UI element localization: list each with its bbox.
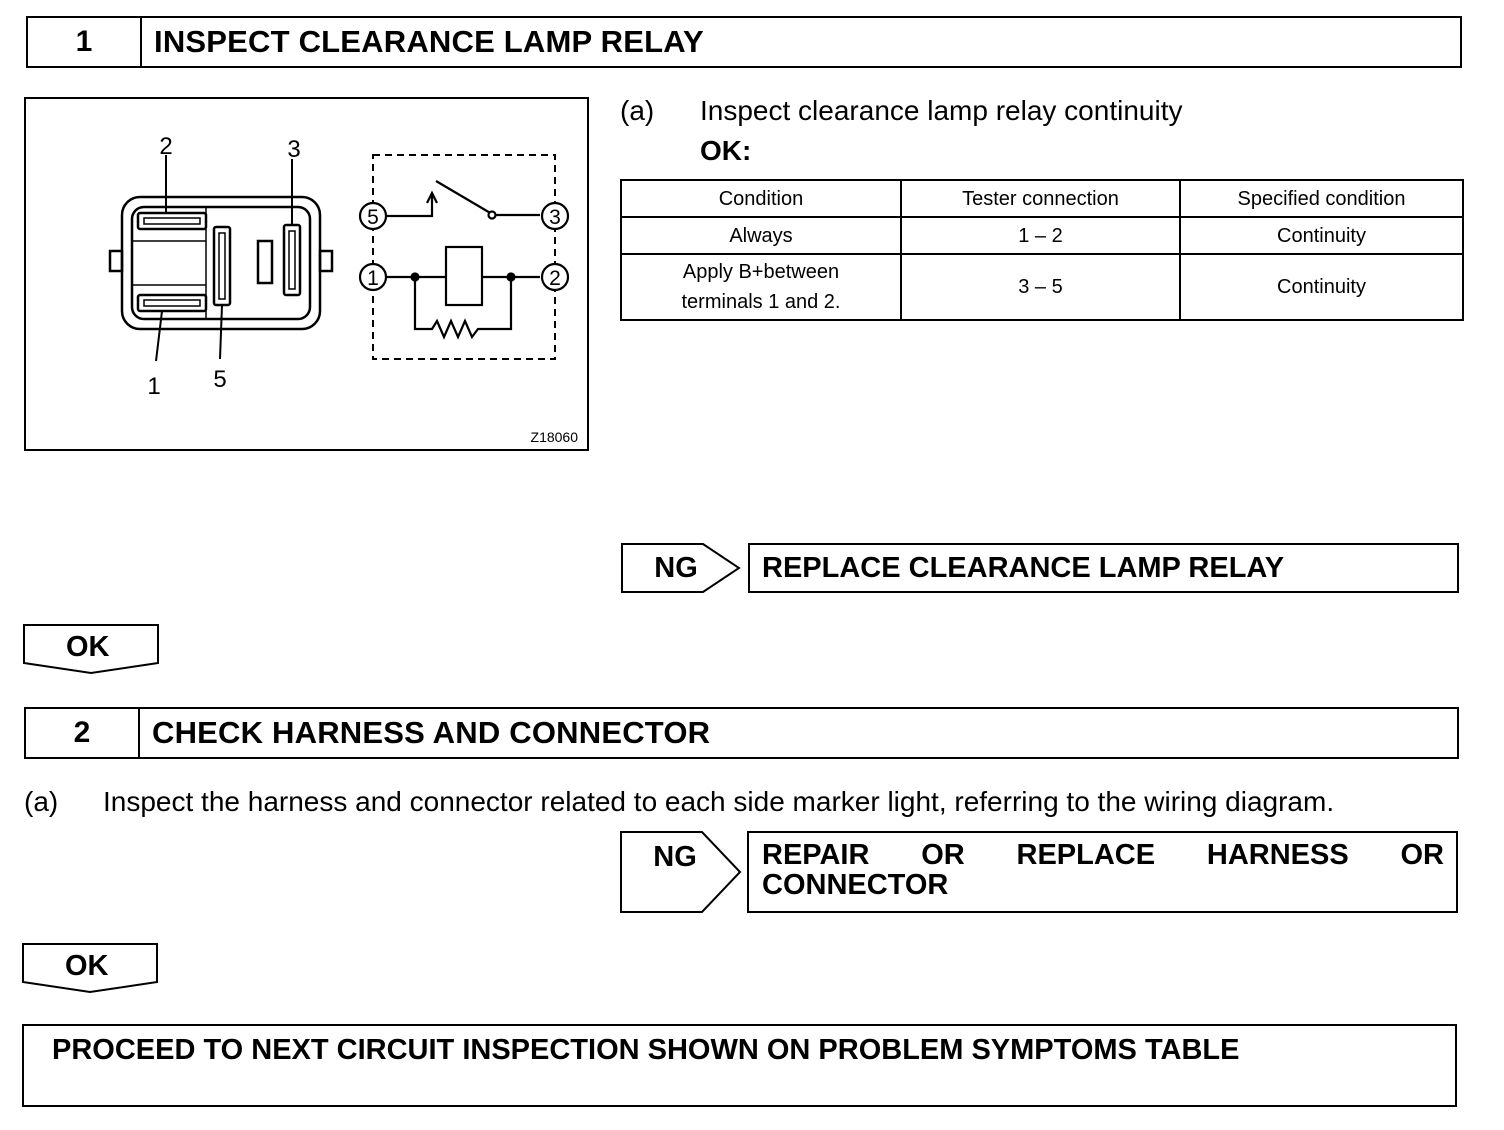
step1-ng-label: NG	[654, 551, 698, 584]
table-row: Apply B+between terminals 1 and 2. 3 – 5…	[620, 253, 1464, 321]
connector-tab-left	[108, 249, 124, 273]
table-cell-tester: 1 – 2	[900, 216, 1181, 255]
step2-ok-text: OK	[65, 950, 109, 982]
terminal-label-2: 2	[549, 267, 561, 290]
callout-2: 2	[159, 133, 172, 160]
figure-code: Z18060	[531, 429, 579, 445]
table-cell-tester: 3 – 5	[900, 253, 1181, 321]
schematic-terminal-3	[540, 201, 570, 231]
step2-ng-action: REPAIR OR REPLACE HARNESS OR CONNECTOR	[747, 831, 1458, 913]
terminal-2-slot	[136, 211, 208, 231]
terminal-label-3: 3	[549, 206, 561, 229]
table-header-tester: Tester connection	[900, 179, 1181, 218]
step2-ng-label: NG	[653, 840, 697, 873]
step2-header: 2 CHECK HARNESS AND CONNECTOR	[24, 707, 1459, 759]
ng-arrow-shape	[620, 831, 742, 913]
connector-tab-right	[318, 249, 334, 273]
step2-number: 2	[26, 709, 140, 757]
step2-instruction-text: Inspect the harness and connector relate…	[103, 786, 1335, 817]
table-header-condition: Condition	[620, 179, 902, 218]
relay-resistor	[413, 277, 513, 340]
step1-ok-tag: OK	[22, 623, 162, 675]
step1-title: INSPECT CLEARANCE LAMP RELAY	[154, 24, 704, 59]
terminal-3-slot	[282, 223, 302, 297]
step2-instruction-marker: (a)	[24, 786, 59, 817]
step1-ng-tag: NG	[621, 543, 741, 593]
step2-ok-tag: OK	[21, 942, 161, 994]
connector-key	[256, 239, 274, 285]
terminal-5-slot	[212, 225, 232, 307]
callout-3: 3	[287, 136, 300, 163]
ok-arrow-shape	[22, 943, 158, 994]
schematic-terminal-5	[358, 201, 388, 231]
table-cell-condition: Always	[620, 216, 902, 255]
relay-diagram: 2 3 1 5 5 3 1 2	[108, 133, 579, 445]
step1-ok-text: OK	[66, 631, 110, 663]
step1-number: 1	[28, 18, 142, 66]
step1-header: 1 INSPECT CLEARANCE LAMP RELAY	[26, 16, 1462, 68]
terminal-label-5: 5	[367, 206, 379, 229]
table-cell-spec: Continuity	[1179, 253, 1464, 321]
step1-instruction-marker: (a)	[620, 95, 655, 126]
callout-1: 1	[147, 373, 160, 400]
table-row: Always 1 – 2 Continuity	[620, 216, 1464, 255]
final-instruction-box: PROCEED TO NEXT CIRCUIT INSPECTION SHOWN…	[22, 1024, 1457, 1107]
table-cell-condition: Apply B+between terminals 1 and 2.	[620, 253, 902, 321]
relay-schematic-frame	[372, 154, 556, 360]
terminal-label-1: 1	[367, 267, 379, 290]
table-cell-spec: Continuity	[1179, 216, 1464, 255]
table-cell-condition-line2: terminals 1 and 2.	[681, 291, 841, 313]
step2-title: CHECK HARNESS AND CONNECTOR	[152, 715, 711, 750]
callout-5: 5	[213, 366, 226, 393]
schematic-terminal-2	[540, 262, 570, 292]
relay-coil	[444, 245, 484, 307]
table-cell-condition-line1: Apply B+between	[682, 261, 840, 283]
continuity-table: Condition Tester connection Specified co…	[620, 179, 1464, 321]
relay-figure: 2 3 1 5 5 3 1 2	[24, 97, 589, 451]
step1-ok-label: OK:	[700, 135, 752, 166]
step2-ng-tag: NG	[620, 831, 742, 913]
final-instruction-text: PROCEED TO NEXT CIRCUIT INSPECTION SHOWN…	[52, 1034, 1240, 1066]
schematic-terminal-1	[358, 262, 388, 292]
table-header-spec: Specified condition	[1179, 179, 1464, 218]
step1-instruction-text: Inspect clearance lamp relay continuity	[700, 95, 1183, 126]
ng-arrow-shape	[621, 543, 741, 593]
step1-ng-action: REPLACE CLEARANCE LAMP RELAY	[748, 543, 1459, 593]
step2-ng-action-line2: CONNECTOR	[762, 869, 949, 901]
terminal-1-slot	[136, 293, 208, 313]
ok-arrow-shape	[23, 624, 159, 675]
step2-ng-action-line1: REPAIR OR REPLACE HARNESS OR	[762, 839, 1444, 871]
